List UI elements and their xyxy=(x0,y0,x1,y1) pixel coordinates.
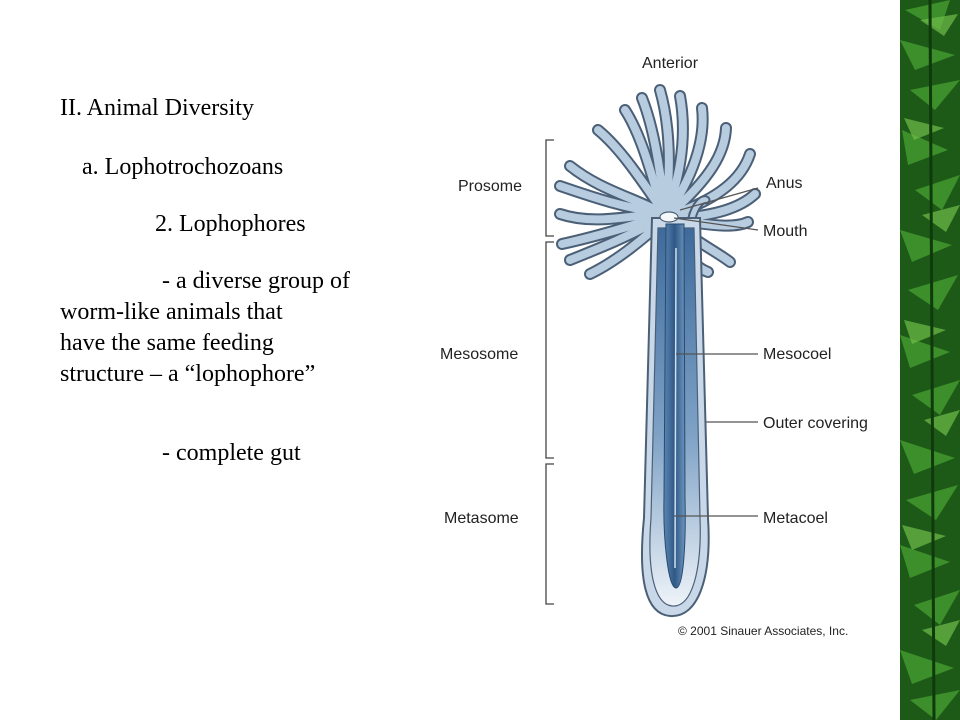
label-mesosome: Mesosome xyxy=(440,346,518,363)
bullet-2: - complete gut xyxy=(162,440,301,466)
label-metasome: Metasome xyxy=(444,510,519,527)
region-brackets xyxy=(545,139,554,605)
heading: II. Animal Diversity xyxy=(60,95,254,121)
bamboo-leaves-image xyxy=(900,0,960,720)
leader-lines xyxy=(673,187,759,517)
gut-lumen xyxy=(674,247,677,569)
label-prosome: Prosome xyxy=(458,178,522,195)
label-mouth: Mouth xyxy=(763,223,807,240)
subheading: a. Lophotrochozoans xyxy=(82,154,284,180)
bullet-line-1: - a diverse group of xyxy=(162,268,350,294)
label-anterior: Anterior xyxy=(642,55,699,72)
bullet-line-4: structure – a “lophophore” xyxy=(60,361,316,387)
metasome-bracket xyxy=(545,463,554,605)
copyright-credit: © 2001 Sinauer Associates, Inc. xyxy=(678,624,848,638)
topic: 2. Lophophores xyxy=(155,211,306,237)
label-mesocoel: Mesocoel xyxy=(763,346,831,363)
bullet-line-2: worm-like animals that xyxy=(60,299,283,325)
bullet-line-3: have the same feeding xyxy=(60,330,274,356)
label-metacoel: Metacoel xyxy=(763,510,828,527)
bamboo-border xyxy=(900,0,960,720)
label-outer-covering: Outer covering xyxy=(763,415,868,432)
label-anus: Anus xyxy=(766,175,802,192)
lophophore-tentacles xyxy=(554,84,761,280)
lophophorate-diagram: Anterior Prosome Mesosome Metasome Anus … xyxy=(440,55,868,638)
prosome-bracket xyxy=(545,139,554,237)
mesosome-bracket xyxy=(545,241,554,459)
mouth-opening xyxy=(659,211,679,223)
